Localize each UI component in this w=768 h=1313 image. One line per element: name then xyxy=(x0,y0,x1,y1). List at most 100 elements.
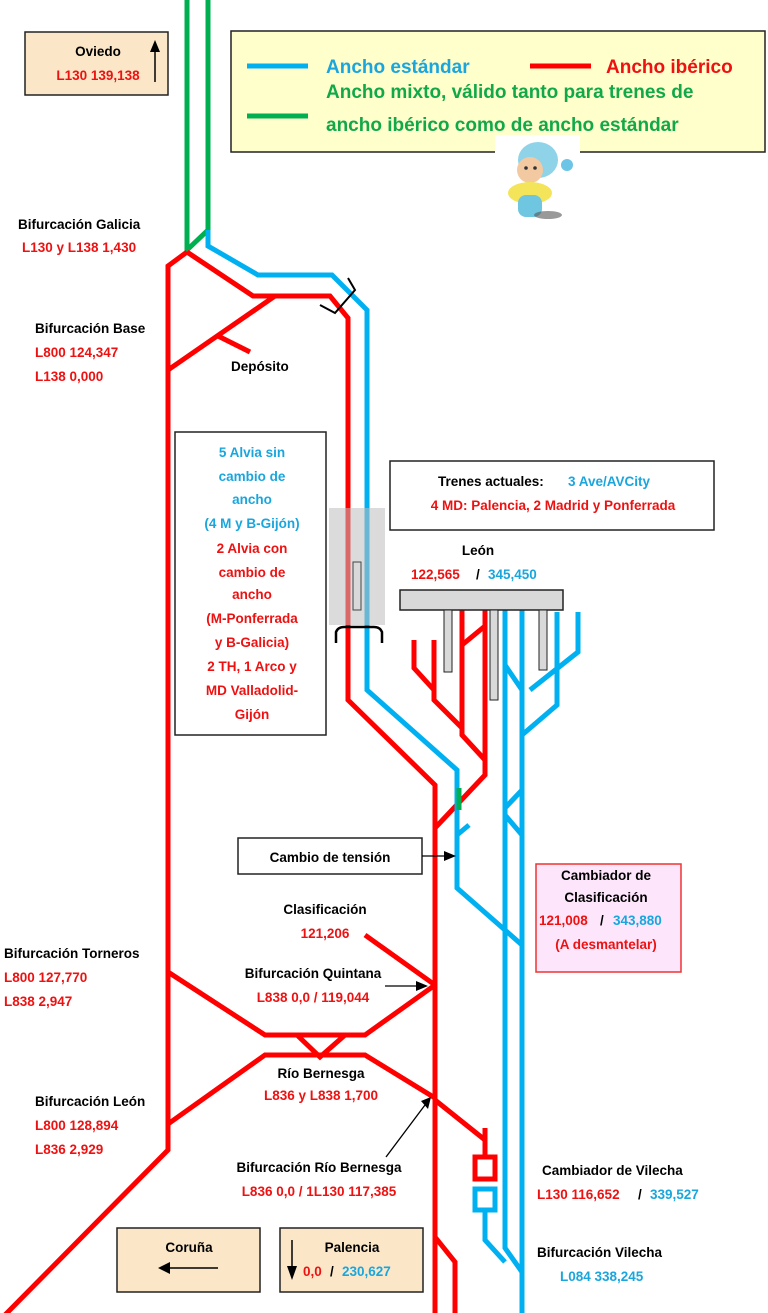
platform-1 xyxy=(443,609,453,673)
track-standard-main xyxy=(205,230,524,947)
station-platform xyxy=(399,589,564,611)
palencia-pk-standard: 230,627 xyxy=(342,1264,391,1279)
bif-galicia-label: Bifurcación Galicia xyxy=(18,217,141,232)
track-crossover xyxy=(295,1033,347,1061)
platform-2 xyxy=(489,609,499,701)
cambio-tension-label: Cambio de tensión xyxy=(270,850,391,865)
bif-quintana-label: Bifurcación Quintana xyxy=(245,966,382,981)
cambiador-vilecha-sep: / xyxy=(638,1187,642,1202)
bif-leon-label: Bifurcación León xyxy=(35,1094,145,1109)
alvia-box-text: 5 Alvia sin cambio de ancho (4 M y B-Gij… xyxy=(204,445,299,722)
alvia-line-1: 5 Alvia sin xyxy=(219,445,285,460)
oviedo-label: Oviedo xyxy=(75,44,121,59)
alvia-line-3: ancho xyxy=(232,492,272,507)
legend-mixed-label-1: Ancho mixto, válido tanto para trenes de xyxy=(326,82,693,103)
track-standard-505 xyxy=(502,610,525,1274)
bif-base-label: Bifurcación Base xyxy=(35,321,146,336)
deposito-label: Depósito xyxy=(231,359,289,374)
cambiador-clasificacion-box xyxy=(535,863,682,973)
alvia-line-8: (M-Ponferrada xyxy=(206,611,298,626)
trenes-ave: 3 Ave/AVCity xyxy=(568,474,651,489)
track-iberian-l130 xyxy=(185,249,438,1313)
track-clasificacion xyxy=(363,932,437,988)
cambiador-clasif-line1: Cambiador de xyxy=(561,868,652,883)
doll-mascot-icon xyxy=(495,135,580,223)
track-crossover-blue-2 xyxy=(503,813,524,837)
cambiador-vilecha-pk-iberian: L130 116,652 xyxy=(537,1187,620,1202)
track-vilecha-blue xyxy=(482,1211,507,1264)
bif-rio-bernesga-pk: L836 0,0 / 1L130 117,385 xyxy=(242,1184,397,1199)
trenes-box xyxy=(389,460,715,531)
rio-bernesga-label: Río Bernesga xyxy=(277,1066,365,1081)
oviedo-pk: L130 139,138 xyxy=(56,68,140,83)
alvia-line-10: 2 TH, 1 Arco y xyxy=(207,659,297,674)
legend-mixed-label-2: ancho ibérico como de ancho estándar xyxy=(326,115,679,136)
track-to-vilecha xyxy=(433,1098,488,1146)
track-standard-557 xyxy=(520,612,560,737)
alvia-box xyxy=(174,431,327,736)
track-station-red-1 xyxy=(411,640,436,692)
cambio-tension-box xyxy=(237,837,423,875)
legend-iberian-label: Ancho ibérico xyxy=(606,57,733,78)
oviedo-box xyxy=(24,31,169,96)
quintana-arrow-icon xyxy=(385,981,428,991)
bif-vilecha-label: Bifurcación Vilecha xyxy=(537,1245,663,1260)
rio-bernesga-pk: L836 y L838 1,700 xyxy=(264,1088,378,1103)
bif-leon-pk1: L800 128,894 xyxy=(35,1118,119,1133)
clasificacion-label: Clasificación xyxy=(283,902,366,917)
cambiador-clasif-pk-iberian: 121,008 xyxy=(539,913,588,928)
palencia-pk-sep: / xyxy=(330,1264,334,1279)
bif-base-pk1: L800 124,347 xyxy=(35,345,118,360)
alvia-line-4: (4 M y B-Gijón) xyxy=(204,516,299,531)
covered-platform xyxy=(352,561,362,611)
bif-base-pk2: L138 0,000 xyxy=(35,369,103,384)
cambiador-clasif-pk-standard: 343,880 xyxy=(613,913,662,928)
track-standard-branch-505 xyxy=(502,663,525,692)
south-arrow-icon xyxy=(287,1240,297,1280)
track-iberian-base xyxy=(166,293,277,373)
bif-torneros-pk2: L838 2,947 xyxy=(4,994,72,1009)
palencia-box xyxy=(279,1227,424,1293)
tunnel-portal-icon xyxy=(334,625,384,643)
track-station-red-5 xyxy=(460,624,487,647)
cambiador-clasif-note: (A desmantelar) xyxy=(555,937,657,952)
bif-galicia-pk: L130 y L138 1,430 xyxy=(22,240,136,255)
cambiador-clasif-line2: Clasificación xyxy=(564,890,647,905)
bif-quintana-pk: L838 0,0 / 119,044 xyxy=(257,990,370,1005)
track-crossover-blue-1 xyxy=(503,788,524,810)
bif-torneros-label: Bifurcación Torneros xyxy=(4,946,140,961)
cambiador-vilecha-pk-standard: 339,527 xyxy=(650,1187,699,1202)
bif-vilecha-pk: L084 338,245 xyxy=(560,1269,644,1284)
track-station-red-3 xyxy=(459,610,487,762)
west-arrow-icon xyxy=(158,1262,218,1274)
alvia-line-9: y B-Galicia) xyxy=(215,635,289,650)
leon-pk-sep: / xyxy=(476,567,480,582)
palencia-label: Palencia xyxy=(325,1240,380,1255)
legend-box xyxy=(230,30,766,153)
cambio-tension-arrow-icon xyxy=(422,851,456,861)
overpass-bracket-icon xyxy=(319,277,357,315)
coruna-box xyxy=(116,1227,261,1293)
track-torneros-quintana xyxy=(166,969,437,1038)
palencia-pk-iberian: 0,0 xyxy=(303,1264,322,1279)
cambiador-vilecha-label: Cambiador de Vilecha xyxy=(542,1163,683,1178)
leon-pk-iberian: 122,565 xyxy=(411,567,460,582)
legend-standard-label: Ancho estándar xyxy=(326,57,470,78)
track-standard-578 xyxy=(528,612,581,692)
alvia-line-2: cambio de xyxy=(219,469,286,484)
vilecha-changer-blue xyxy=(472,1186,498,1213)
bif-torneros-pk1: L800 127,770 xyxy=(4,970,87,985)
coruna-label: Coruña xyxy=(165,1240,213,1255)
rio-bernesga-arrow-icon xyxy=(385,1097,431,1158)
bif-rio-bernesga-label: Bifurcación Río Bernesga xyxy=(236,1160,402,1175)
bif-leon-pk2: L836 2,929 xyxy=(35,1142,103,1157)
track-mixed-gauge-east xyxy=(185,0,211,252)
trenes-label: Trenes actuales: xyxy=(438,474,544,489)
track-tension-stub xyxy=(455,823,471,837)
clasificacion-pk: 121,206 xyxy=(301,926,350,941)
track-palencia-branch xyxy=(433,1235,458,1313)
leon-label: León xyxy=(462,543,494,558)
cambiador-clasif-sep: / xyxy=(600,913,604,928)
alvia-line-7: ancho xyxy=(232,587,272,602)
